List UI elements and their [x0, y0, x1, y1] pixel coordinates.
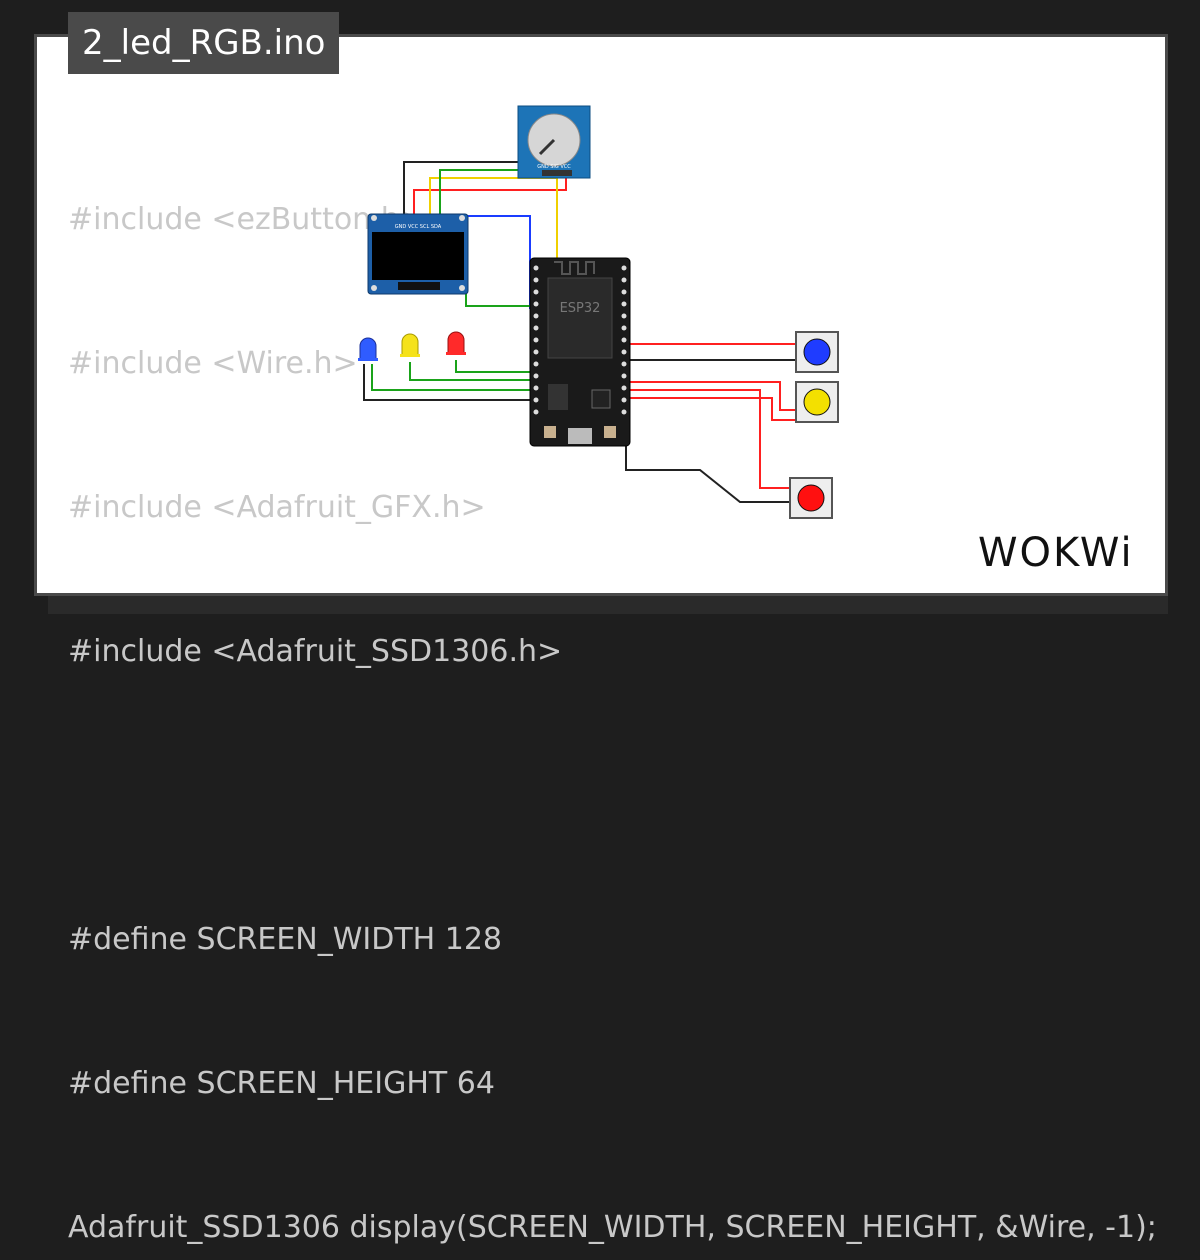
regulator: [548, 384, 568, 410]
wire-black[interactable]: [363, 364, 534, 401]
led-red-rim: [446, 352, 466, 355]
boot-button[interactable]: [544, 426, 556, 438]
circuit-diagram: GND SIG VCC GND VCC SCL SDA ESP32: [358, 105, 839, 519]
oled-hole: [459, 285, 465, 291]
oled-display[interactable]: GND VCC SCL SDA: [367, 213, 469, 295]
wire-green[interactable]: [439, 169, 556, 218]
pot-pin-labels: GND SIG VCC: [537, 164, 571, 170]
button-red-cap[interactable]: [797, 484, 825, 512]
wire-green[interactable]: [371, 364, 534, 391]
knob-indicator: [538, 138, 556, 156]
oled-screen: [372, 232, 464, 280]
esp32-module: [547, 277, 613, 359]
antenna: [554, 261, 595, 275]
button-yellow-cap[interactable]: [803, 388, 831, 416]
pot-pins: [542, 170, 572, 176]
wire-green[interactable]: [409, 362, 534, 381]
code-line: #define SCREEN_HEIGHT 64: [68, 1066, 495, 1101]
led-blue[interactable]: [358, 337, 378, 361]
led-blue-rim: [358, 358, 378, 361]
led-yellow-body: [401, 333, 419, 357]
oled-pin-labels: GND VCC SCL SDA: [395, 224, 442, 230]
wire-green[interactable]: [455, 360, 534, 373]
esp32-label: ESP32: [560, 301, 601, 316]
pushbutton-yellow[interactable]: [795, 381, 839, 423]
potentiometer[interactable]: GND SIG VCC: [517, 105, 591, 179]
esp32-board[interactable]: ESP32: [529, 257, 631, 447]
code-line: #include <Adafruit_SSD1306.h>: [68, 634, 563, 669]
code-line: [68, 772, 1158, 820]
code-line: #define SCREEN_WIDTH 128: [68, 922, 503, 957]
oled-ribbon: [398, 282, 440, 290]
button-blue-cap[interactable]: [803, 338, 831, 366]
wire-red[interactable]: [626, 397, 798, 421]
reset-button[interactable]: [604, 426, 616, 438]
code-line: #include <Wire.h>: [68, 346, 358, 381]
wire-black[interactable]: [625, 420, 790, 503]
code-line: Adafruit_SSD1306 display(SCREEN_WIDTH, S…: [68, 1210, 1157, 1245]
wire-yellow[interactable]: [429, 177, 558, 258]
wire-red[interactable]: [626, 381, 798, 411]
oled-hole: [371, 285, 377, 291]
usb-port[interactable]: [568, 428, 592, 444]
wire-red[interactable]: [413, 178, 567, 218]
pin-row-right: [621, 265, 627, 415]
canvas-shadow: [48, 596, 1168, 614]
project-title-tab[interactable]: 2_led_RGB.ino: [68, 12, 340, 74]
wire-red[interactable]: [626, 389, 790, 489]
pushbutton-red[interactable]: [789, 477, 833, 519]
wokwi-logo-text: WOKWi: [978, 530, 1134, 576]
led-red-body: [447, 331, 465, 355]
led-yellow[interactable]: [400, 333, 420, 357]
usb-chip: [591, 389, 611, 409]
wokwi-logo: WOKWi: [978, 530, 1134, 576]
pin-row-left: [533, 265, 539, 415]
led-blue-body: [359, 337, 377, 361]
pushbutton-blue[interactable]: [795, 331, 839, 373]
led-red[interactable]: [446, 331, 466, 355]
oled-hole: [459, 215, 465, 221]
led-yellow-rim: [400, 354, 420, 357]
oled-hole: [371, 215, 377, 221]
code-line: #include <Adafruit_GFX.h>: [68, 490, 486, 525]
